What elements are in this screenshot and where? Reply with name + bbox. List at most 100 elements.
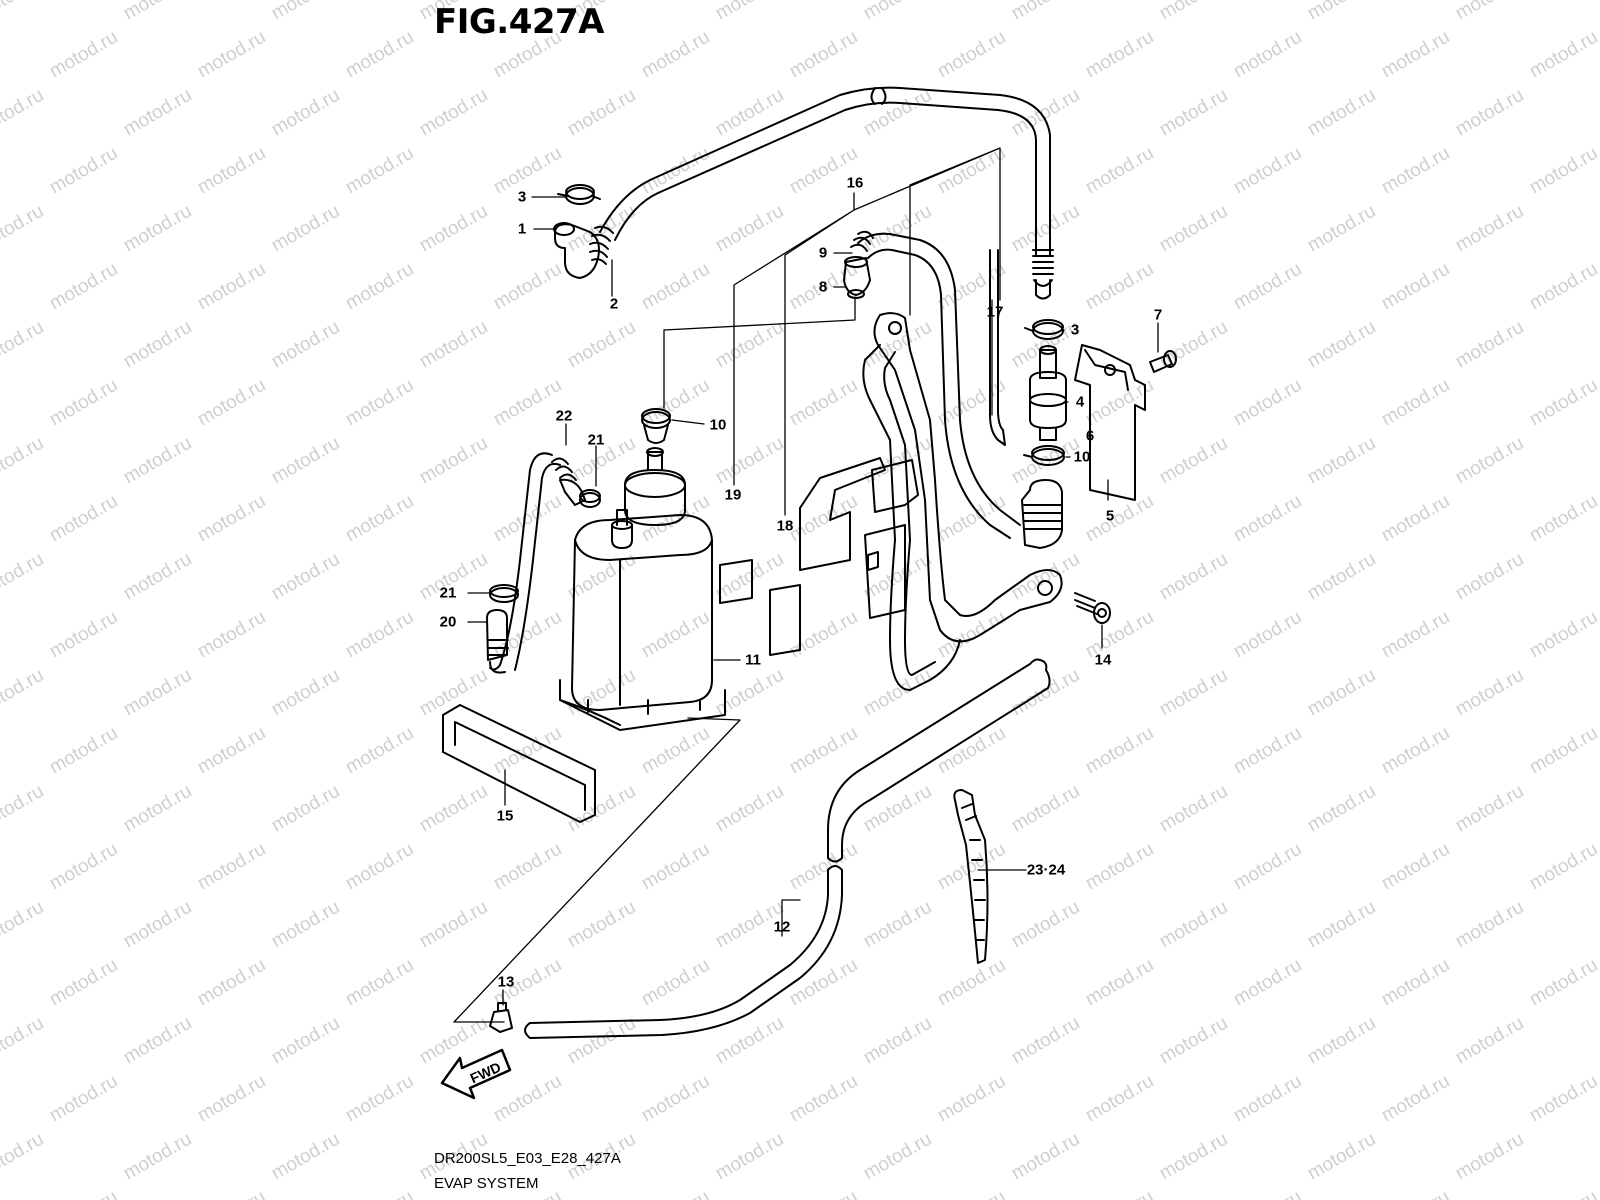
watermark-text: motod.ru: [1008, 1129, 1083, 1185]
watermark-text: motod.ru: [1304, 433, 1379, 489]
watermark-text: motod.ru: [638, 955, 713, 1011]
watermark-text: motod.ru: [120, 1129, 195, 1185]
watermark-text: motod.ru: [1452, 1129, 1527, 1185]
watermark-text: motod.ru: [0, 317, 47, 373]
callout-18[interactable]: 18: [776, 517, 794, 535]
watermark-text: motod.ru: [712, 781, 787, 837]
callout-3-right[interactable]: 3: [1070, 321, 1080, 339]
callout-5[interactable]: 5: [1105, 507, 1115, 525]
callout-3-left[interactable]: 3: [517, 188, 527, 206]
clamp-21-upper: [579, 489, 601, 508]
pipe-17: [989, 249, 1006, 446]
callout-11[interactable]: 11: [745, 651, 761, 669]
watermark-text: motod.ru: [564, 665, 639, 721]
callout-21-upper[interactable]: 21: [587, 431, 605, 449]
watermark-text: motod.ru: [46, 143, 121, 199]
watermark-text: motod.ru: [786, 839, 861, 895]
callout-19[interactable]: 19: [724, 486, 742, 504]
callout-6[interactable]: 6: [1085, 427, 1095, 445]
watermark-text: motod.ru: [1230, 143, 1305, 199]
callout-12[interactable]: 12: [773, 918, 791, 936]
watermark-text: motod.ru: [1378, 839, 1453, 895]
callout-7[interactable]: 7: [1153, 306, 1163, 324]
watermark-text: motod.ru: [638, 607, 713, 663]
watermark-text: motod.ru: [934, 27, 1009, 83]
watermark-text: motod.ru: [342, 1071, 417, 1127]
clip-13: [489, 1002, 513, 1033]
callout-8[interactable]: 8: [818, 278, 828, 296]
watermark-text: motod.ru: [268, 0, 343, 24]
watermark-text: motod.ru: [1230, 607, 1305, 663]
watermark-text: motod.ru: [1008, 85, 1083, 141]
watermark-text: motod.ru: [120, 0, 195, 24]
cable-tie-23-24: [953, 789, 989, 964]
watermark-text: motod.ru: [0, 1129, 47, 1185]
label-plate-18: [769, 584, 801, 656]
callout-23-24[interactable]: 23·24: [1026, 861, 1066, 879]
callout-21-lower[interactable]: 21: [439, 584, 457, 602]
watermark-text: motod.ru: [1378, 1071, 1453, 1127]
watermark-text: motod.ru: [786, 955, 861, 1011]
watermark-text: motod.ru: [1230, 375, 1305, 431]
watermark-text: motod.ru: [1156, 317, 1231, 373]
watermark-text: motod.ru: [638, 723, 713, 779]
system-name: EVAP SYSTEM: [434, 1175, 539, 1192]
watermark-text: motod.ru: [1230, 955, 1305, 1011]
fitting-20: [486, 609, 509, 674]
watermark-text: motod.ru: [194, 27, 269, 83]
fitting-8: [843, 256, 871, 299]
watermark-text: motod.ru: [1082, 491, 1157, 547]
watermark-text: motod.ru: [1082, 259, 1157, 315]
watermark-text: motod.ru: [416, 665, 491, 721]
watermark-text: motod.ru: [1008, 1013, 1083, 1069]
callout-17[interactable]: 17: [986, 303, 1004, 321]
watermark-text: motod.ru: [268, 781, 343, 837]
watermark-text: motod.ru: [1304, 897, 1379, 953]
watermark-text: motod.ru: [1526, 1187, 1600, 1200]
watermark-text: motod.ru: [46, 27, 121, 83]
watermark-text: motod.ru: [1008, 665, 1083, 721]
callout-20[interactable]: 20: [439, 613, 457, 631]
callout-4[interactable]: 4: [1075, 393, 1085, 411]
watermark-text: motod.ru: [342, 375, 417, 431]
watermark-text: motod.ru: [0, 897, 47, 953]
watermark-text: motod.ru: [860, 897, 935, 953]
clamp-10-left: [641, 408, 671, 444]
watermark-text: motod.ru: [1304, 0, 1379, 24]
watermark-text: motod.ru: [120, 897, 195, 953]
callout-10-left[interactable]: 10: [709, 416, 727, 434]
watermark-text: motod.ru: [46, 259, 121, 315]
watermark-text: motod.ru: [1304, 85, 1379, 141]
watermark-text: motod.ru: [860, 665, 935, 721]
callout-10-right[interactable]: 10: [1073, 448, 1091, 466]
watermark-text: motod.ru: [638, 1187, 713, 1200]
watermark-text: motod.ru: [860, 317, 935, 373]
watermark-text: motod.ru: [1156, 1129, 1231, 1185]
watermark-text: motod.ru: [1452, 317, 1527, 373]
watermark-text: motod.ru: [934, 1071, 1009, 1127]
callout-9[interactable]: 9: [818, 244, 828, 262]
callout-22[interactable]: 22: [555, 407, 573, 425]
callout-14[interactable]: 14: [1094, 651, 1112, 669]
watermark-text: motod.ru: [268, 85, 343, 141]
watermark-text: motod.ru: [194, 723, 269, 779]
watermark-text: motod.ru: [342, 955, 417, 1011]
callout-15[interactable]: 15: [496, 807, 514, 825]
watermark-text: motod.ru: [1082, 839, 1157, 895]
watermark-text: motod.ru: [1304, 317, 1379, 373]
watermark-text: motod.ru: [1230, 723, 1305, 779]
callout-1[interactable]: 1: [517, 220, 527, 238]
callout-16[interactable]: 16: [846, 174, 864, 192]
watermark-text: motod.ru: [1156, 0, 1231, 24]
watermark-text: motod.ru: [638, 839, 713, 895]
watermark-text: motod.ru: [1008, 201, 1083, 257]
watermark-text: motod.ru: [0, 781, 47, 837]
watermark-text: motod.ru: [786, 27, 861, 83]
callout-2[interactable]: 2: [609, 295, 619, 313]
watermark-text: motod.ru: [268, 549, 343, 605]
watermark-text: motod.ru: [1304, 781, 1379, 837]
callout-13[interactable]: 13: [497, 973, 515, 991]
watermark-text: motod.ru: [342, 143, 417, 199]
watermark-text: motod.ru: [46, 491, 121, 547]
